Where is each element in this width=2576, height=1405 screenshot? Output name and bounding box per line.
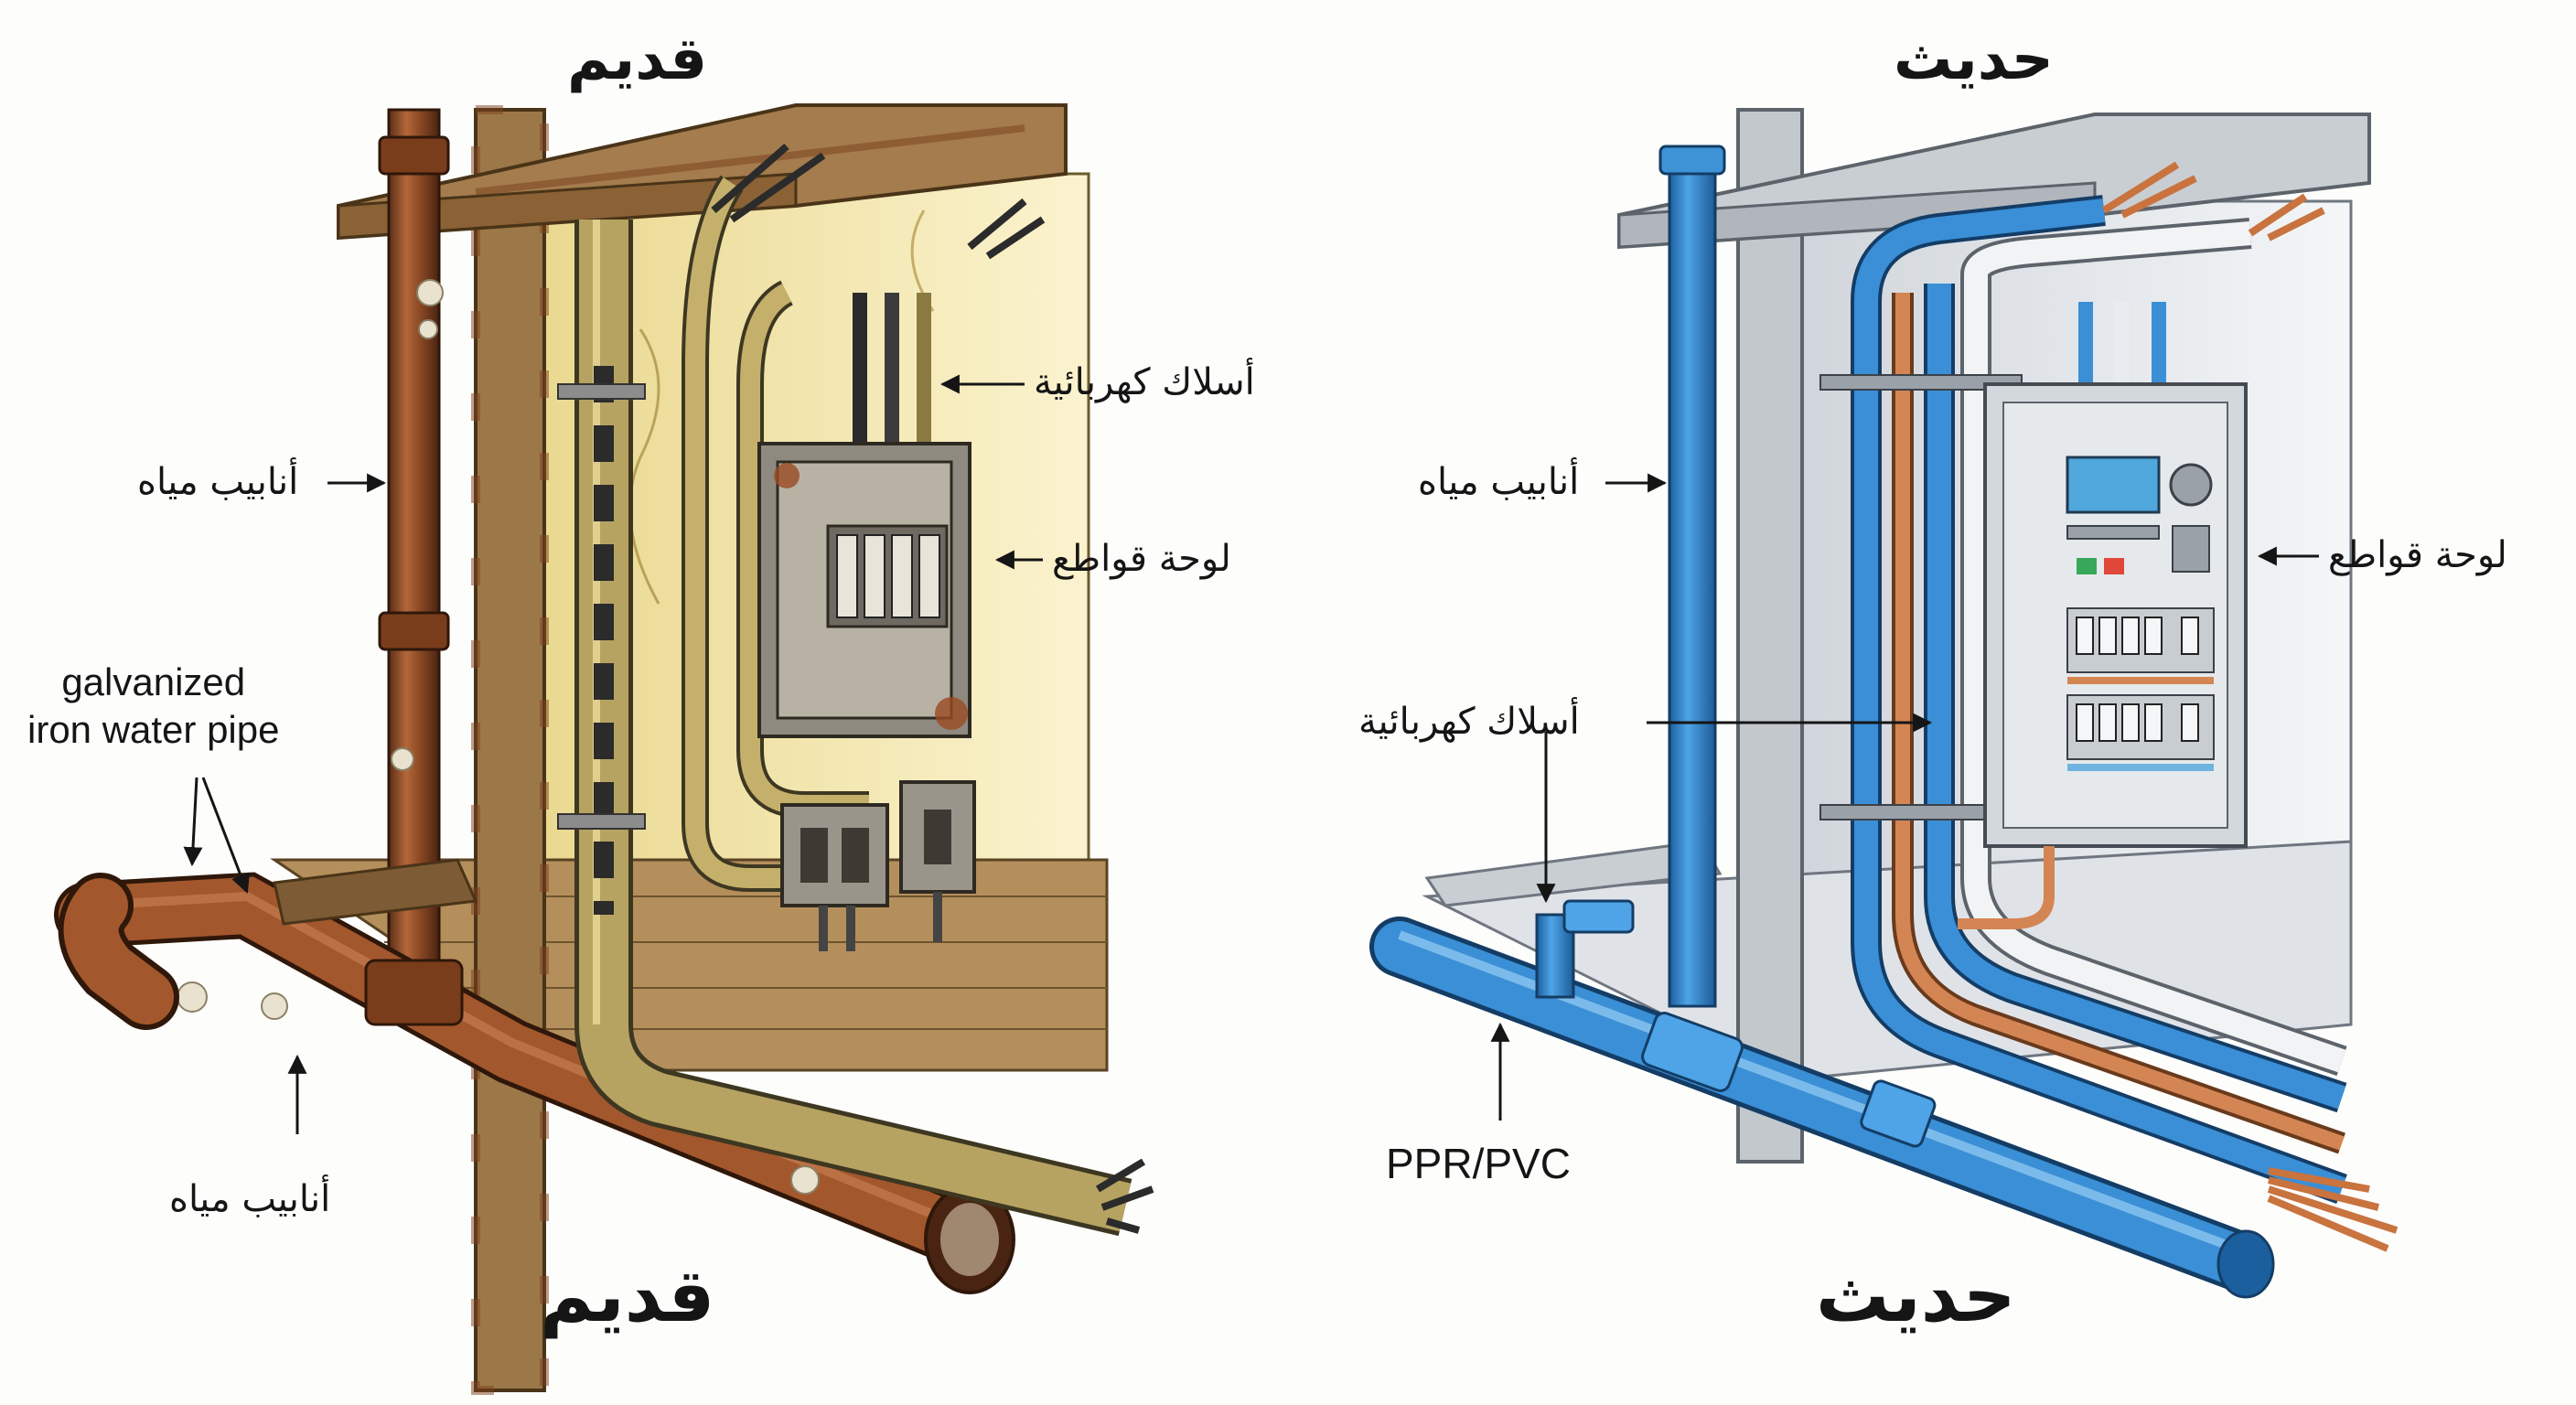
old-label-water-pipes-bottom: أنابيب مياه [169,1178,331,1220]
old-label-water-pipes-top: أنابيب مياه [137,461,299,503]
old-label-wires: أسلاك كهربائية [1034,361,1255,403]
old-title-top: قديم [567,26,708,93]
new-label-ppr-pvc: PPR/PVC [1386,1140,1571,1187]
new-label-water-pipes: أنابيب مياه [1418,461,1580,503]
new-label-wires: أسلاك كهربائية [1358,701,1580,743]
old-title-bottom: قديم [540,1253,715,1338]
annotation-arrows [183,374,2319,1134]
new-title-top: حديث [1894,26,2054,93]
new-label-breaker-panel: لوحة قواطع [2328,534,2507,576]
new-title-bottom: حديث [1816,1253,2016,1338]
modern-installation [1369,108,2399,1299]
old-label-breaker-panel: لوحة قواطع [1052,538,1231,580]
old-label-galvanized: galvanized iron water pipe [27,660,280,751]
old-installation [54,103,1154,1395]
